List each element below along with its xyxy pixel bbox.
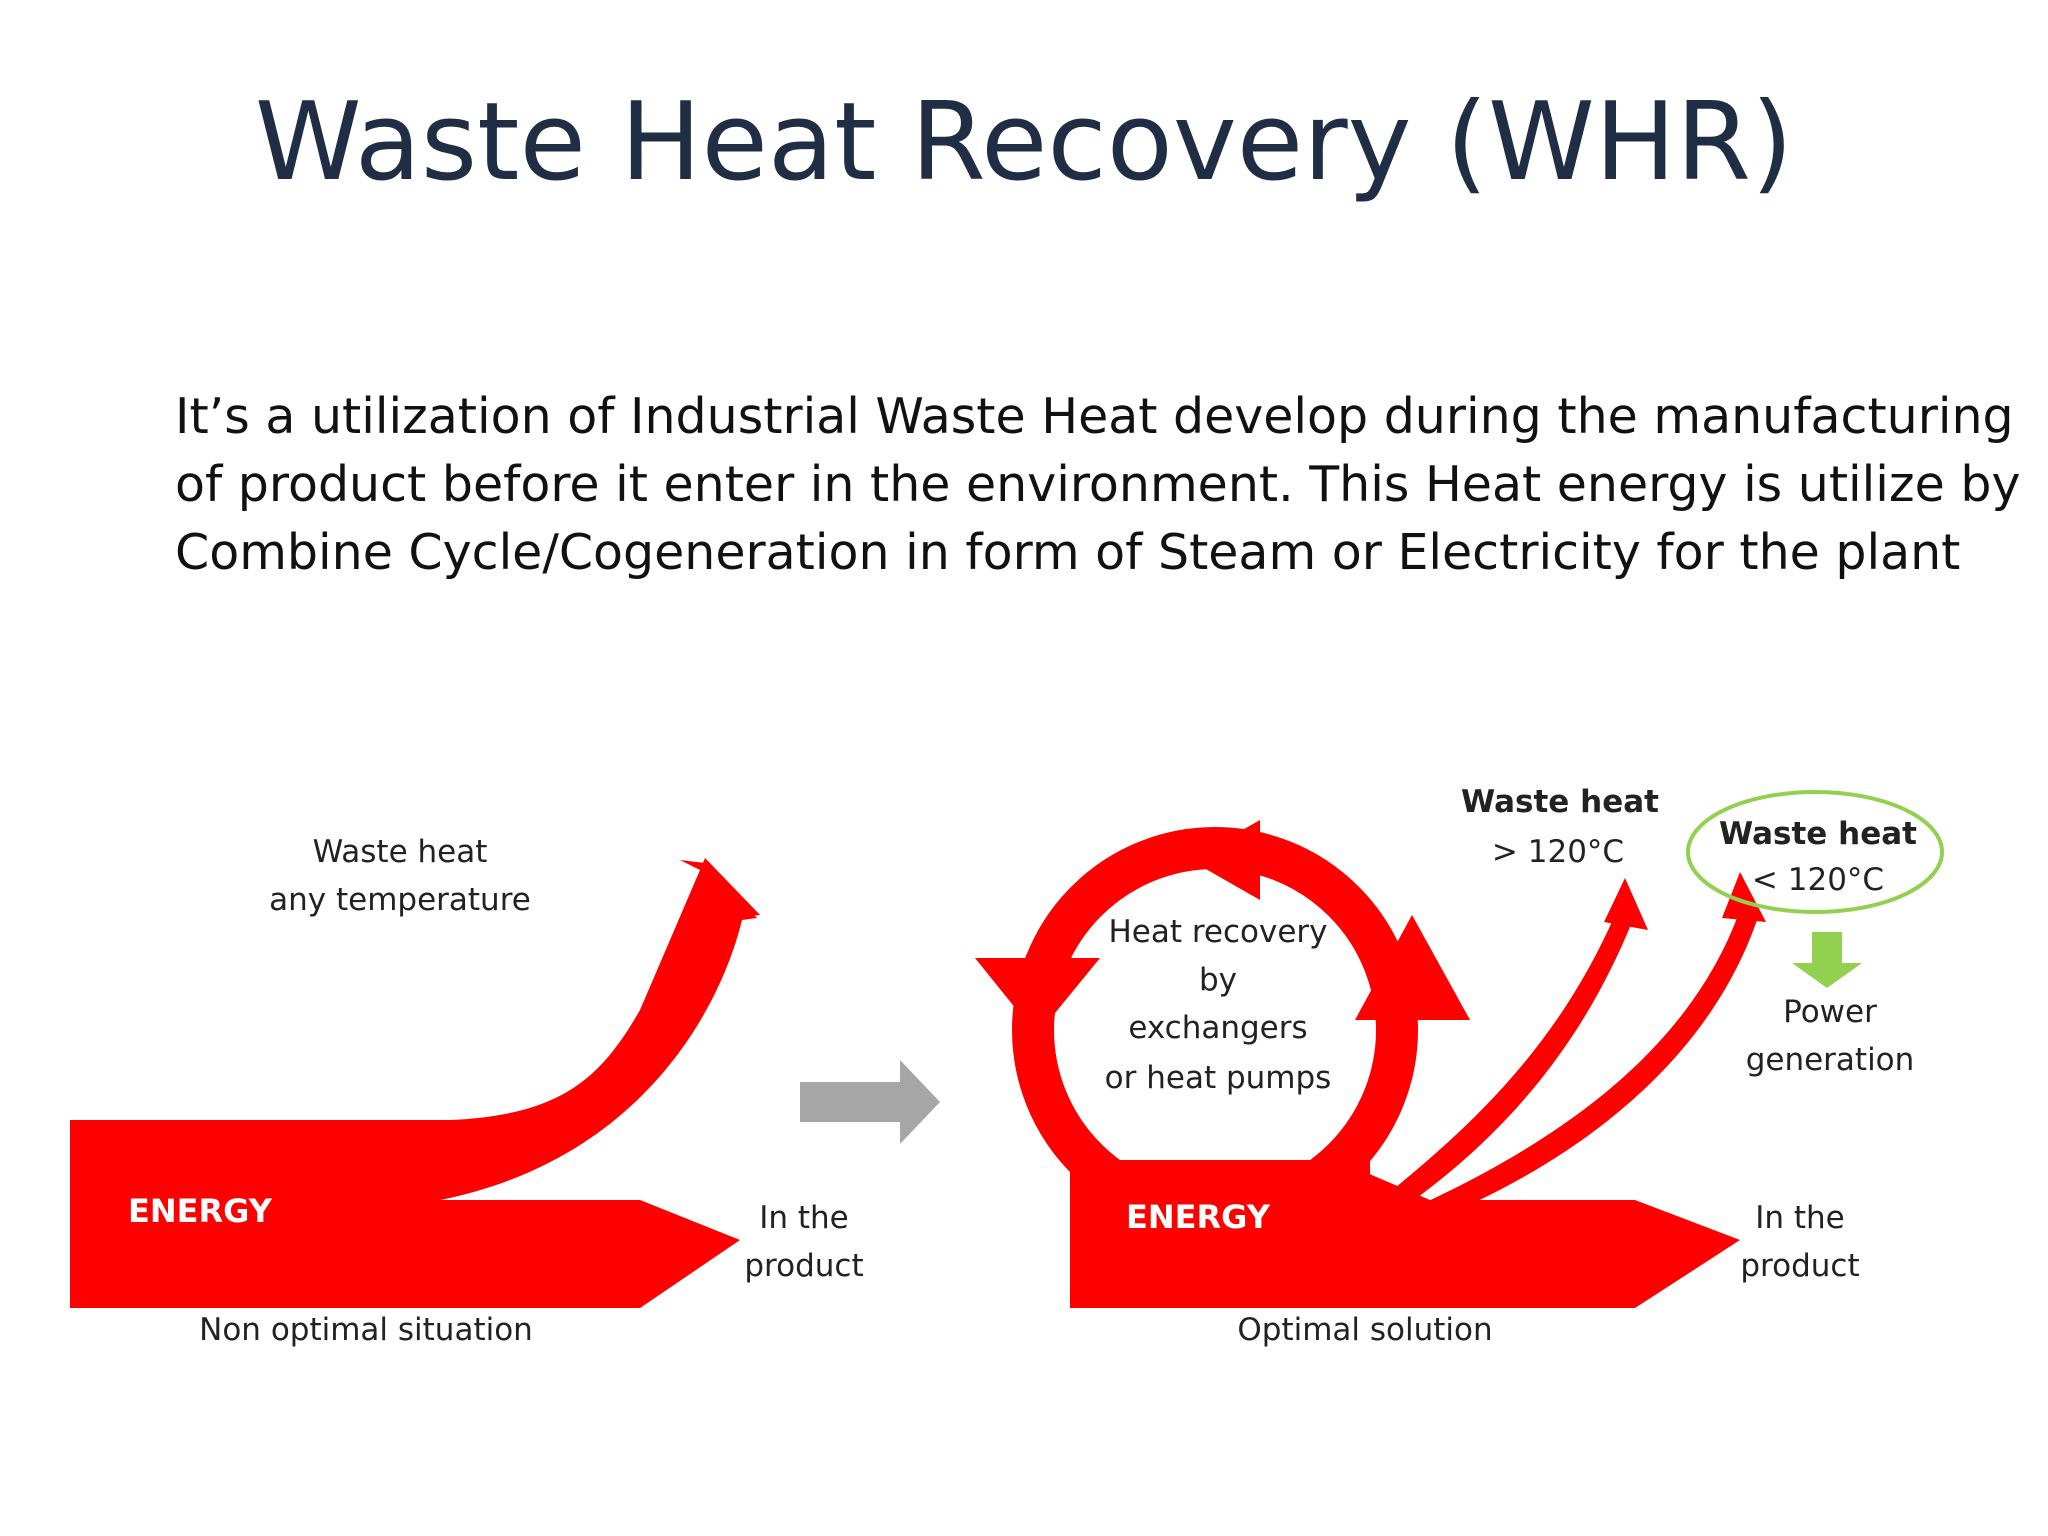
heat-recovery-label-2: by bbox=[1199, 962, 1237, 998]
waste-heat-high-label-2: > 120°C bbox=[1492, 834, 1624, 870]
left-waste-heat-label-1: Waste heat bbox=[313, 834, 488, 870]
right-product-label-2: product bbox=[1740, 1248, 1859, 1284]
waste-heat-high-label-1: Waste heat bbox=[1461, 784, 1659, 820]
left-waste-heat-label-2: any temperature bbox=[269, 882, 531, 918]
right-caption: Optimal solution bbox=[1237, 1312, 1492, 1348]
heat-recovery-label-1: Heat recovery bbox=[1108, 914, 1327, 950]
waste-heat-recovery-diagram: Waste heat any temperature ENERGY In the… bbox=[70, 784, 1944, 1348]
power-generation-label-1: Power bbox=[1783, 994, 1877, 1030]
non-optimal-diagram: Waste heat any temperature ENERGY In the… bbox=[70, 834, 864, 1348]
slide-title: Waste Heat Recovery (WHR) bbox=[254, 80, 1794, 205]
power-generation-arrow-icon bbox=[1792, 932, 1862, 988]
waste-heat-low-label-2: < 120°C bbox=[1752, 862, 1884, 898]
left-energy-label: ENERGY bbox=[128, 1192, 273, 1230]
waste-heat-high-arrowhead-icon bbox=[1604, 878, 1648, 930]
body-line: Combine Cycle/Cogeneration in form of St… bbox=[175, 524, 1961, 581]
low-temp-highlight-ellipse bbox=[1686, 790, 1944, 914]
optimal-diagram: Heat recovery by exchangers or heat pump… bbox=[975, 784, 1944, 1348]
right-energy-base bbox=[1070, 1160, 1370, 1220]
heat-recovery-label-4: or heat pumps bbox=[1105, 1060, 1332, 1096]
body-line: It’s a utilization of Industrial Waste H… bbox=[175, 388, 2014, 445]
right-product-label-1: In the bbox=[1755, 1200, 1845, 1236]
waste-heat-low-label-1: Waste heat bbox=[1719, 816, 1917, 852]
power-generation-label-2: generation bbox=[1746, 1042, 1915, 1078]
waste-heat-high-flow bbox=[1380, 915, 1632, 1210]
left-energy-flow bbox=[70, 860, 757, 1308]
waste-heat-low-flow bbox=[1420, 910, 1758, 1220]
loop-arrowhead-right-icon bbox=[1355, 915, 1470, 1020]
left-waste-heat-arrowhead bbox=[700, 858, 760, 917]
body-line: of product before it enter in the enviro… bbox=[175, 456, 2021, 513]
left-product-label-2: product bbox=[744, 1248, 863, 1284]
slide-body: It’s a utilization of Industrial Waste H… bbox=[175, 383, 2021, 587]
loop-arrowhead-left-icon bbox=[975, 958, 1100, 1035]
loop-arrowhead-top-icon bbox=[1190, 820, 1260, 900]
transition-arrow-icon bbox=[800, 1060, 940, 1144]
left-caption: Non optimal situation bbox=[199, 1312, 533, 1348]
heat-recovery-label-3: exchangers bbox=[1128, 1010, 1307, 1046]
waste-heat-low-arrowhead-icon bbox=[1722, 872, 1766, 922]
right-energy-label: ENERGY bbox=[1126, 1198, 1271, 1236]
left-product-label-1: In the bbox=[759, 1200, 849, 1236]
